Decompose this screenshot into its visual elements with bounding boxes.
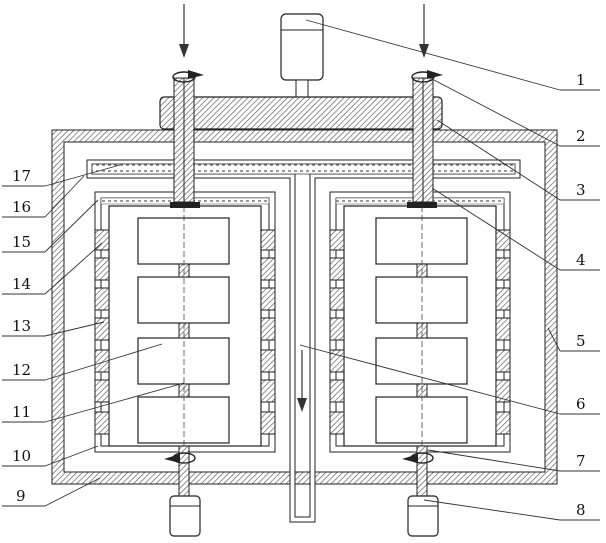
label-1: 1 (576, 71, 586, 89)
label-7: 7 (576, 452, 586, 470)
left-mixing-cylinder (95, 192, 275, 452)
label-12: 12 (12, 361, 31, 379)
label-17: 17 (12, 167, 31, 185)
label-14: 14 (12, 275, 31, 293)
right-feed-shaft (413, 78, 433, 202)
label-16: 16 (12, 198, 31, 216)
rotation-arrow-icon (402, 453, 433, 463)
arrow-down-icon (419, 4, 429, 58)
label-13: 13 (12, 317, 31, 335)
label-15: 15 (12, 233, 31, 251)
label-8: 8 (576, 501, 586, 519)
label-9: 9 (16, 487, 26, 505)
label-11: 11 (12, 403, 31, 421)
top-motor (281, 14, 323, 97)
label-10: 10 (12, 447, 31, 465)
label-4: 4 (576, 251, 586, 269)
rotation-arrow-icon (164, 453, 195, 463)
label-6: 6 (576, 395, 586, 413)
arrow-down-icon (297, 350, 307, 412)
label-5: 5 (576, 332, 586, 350)
label-2: 2 (576, 127, 586, 145)
arrow-down-icon (179, 4, 189, 58)
right-mixing-cylinder (330, 192, 510, 452)
gear-belt (160, 97, 442, 129)
label-3: 3 (576, 181, 586, 199)
left-feed-shaft (174, 78, 194, 202)
